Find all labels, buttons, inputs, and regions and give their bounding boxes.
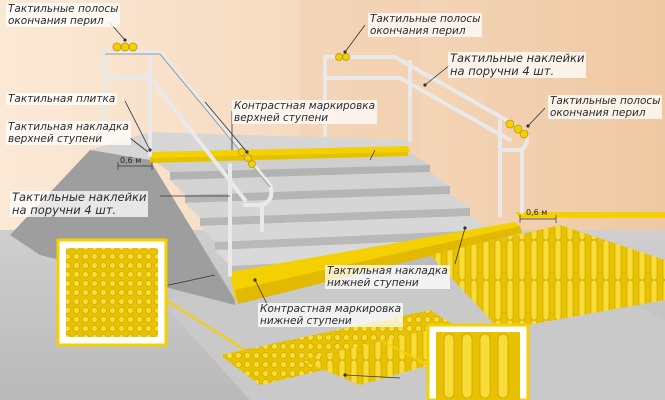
dimension-left: 0,6 м bbox=[120, 156, 142, 165]
label-tactile-overlay-top-step: Тактильная накладка верхней ступени bbox=[6, 121, 131, 145]
handrail-tactile-strips bbox=[112, 42, 529, 168]
label-tactile-tile: Тактильная плитка bbox=[6, 93, 118, 105]
tactile-tile-field-bars bbox=[430, 225, 665, 330]
dimension-lines bbox=[117, 162, 557, 223]
label-tactile-overlay-bottom-step: Тактильная накладка нижней ступени bbox=[325, 265, 450, 289]
label-contrast-marking-top-step: Контрастная маркировка верхней ступени bbox=[232, 100, 378, 124]
tactile-tile-field-domes bbox=[220, 310, 470, 385]
bar-tactile-tile-icon bbox=[426, 323, 530, 400]
label-contrast-marking-bottom-step: Контрастная маркировка нижней ступени bbox=[258, 303, 404, 327]
label-tactile-stickers-handrail-left: Тактильные наклейки на поручни 4 шт. bbox=[10, 190, 149, 217]
label-tactile-stickers-handrail-right: Тактильные наклейки на поручни 4 шт. bbox=[448, 51, 587, 78]
bar-inset-connector bbox=[379, 339, 429, 366]
stair-side-wall bbox=[10, 150, 235, 305]
label-tactile-strips-handrail-end-top-left: Тактильные полосы окончания перил bbox=[6, 3, 121, 27]
dimension-right: 0,6 м bbox=[526, 208, 548, 217]
label-tactile-strips-handrail-end-top-right: Тактильные полосы окончания перил bbox=[368, 13, 483, 37]
dome-tactile-tile-icon bbox=[56, 238, 168, 347]
label-tactile-strips-handrail-end-right: Тактильные полосы окончания перил bbox=[548, 95, 663, 119]
dome-inset-connector bbox=[165, 299, 246, 351]
floor-yellow-edge bbox=[515, 212, 665, 218]
leader-dots bbox=[123, 38, 530, 377]
